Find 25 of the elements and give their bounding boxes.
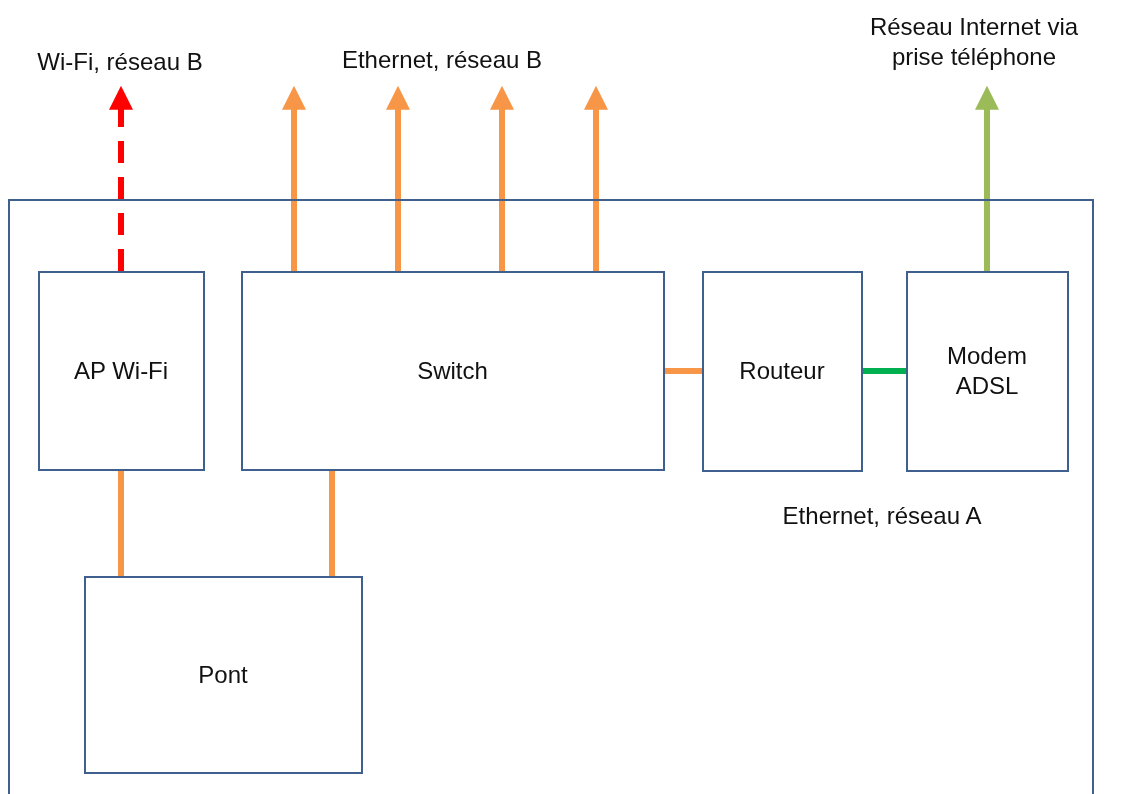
device-box <box>701 270 863 472</box>
arrow <box>584 85 608 271</box>
device-label: Routeur <box>739 356 825 386</box>
network-label: Wi-Fi, réseau B <box>37 48 203 76</box>
connector-line <box>665 368 702 374</box>
device-label: Modem ADSL <box>946 341 1028 401</box>
device-label: AP Wi-Fi <box>73 355 169 386</box>
arrow <box>490 85 514 271</box>
device-box <box>37 270 205 471</box>
device-box <box>83 575 363 774</box>
device-label: Pont <box>198 659 248 690</box>
device-label: Switch <box>417 355 488 386</box>
connector-line <box>329 471 335 576</box>
arrow <box>975 85 999 271</box>
arrow <box>109 85 133 271</box>
enclosure-box <box>8 199 1094 794</box>
arrow <box>282 85 306 271</box>
device-box <box>905 270 1069 472</box>
network-label: Réseau Internet via prise téléphone <box>868 12 1080 72</box>
device-box <box>240 270 665 471</box>
connector-line <box>863 368 906 374</box>
arrow <box>386 85 410 271</box>
network-label: Ethernet, réseau B <box>341 46 543 74</box>
connector-line <box>118 471 124 576</box>
network-label: Ethernet, réseau A <box>782 502 982 530</box>
